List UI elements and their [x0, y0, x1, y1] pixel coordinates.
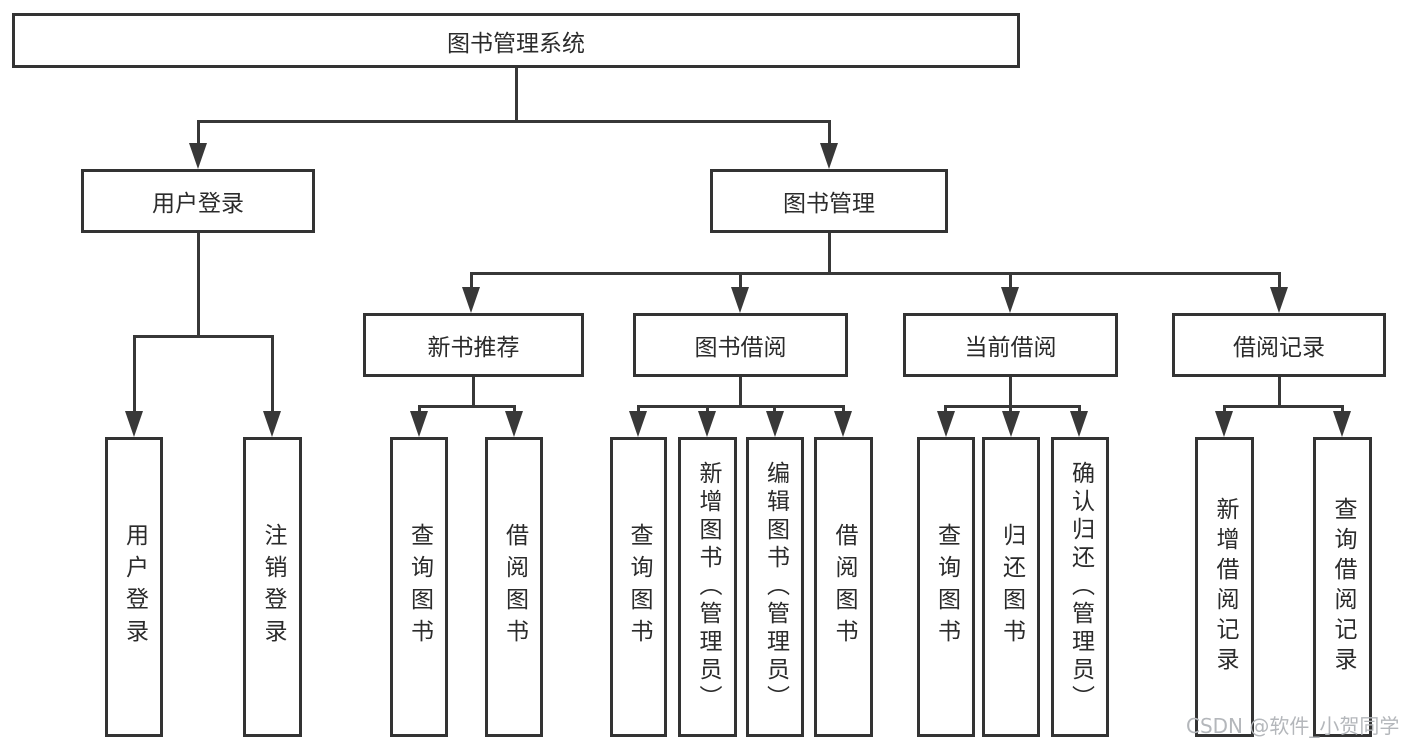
connector-line	[1009, 272, 1012, 289]
arrow-down-icon	[731, 287, 749, 313]
arrow-down-icon	[189, 143, 207, 169]
connector-line	[418, 405, 516, 408]
leaf-user-login: 用户登录	[105, 437, 163, 737]
connector-line	[773, 405, 776, 414]
connector-line	[1009, 405, 1012, 414]
leaf-user-login-label: 用户登录	[121, 523, 148, 651]
node-current-borrowing: 当前借阅	[903, 313, 1118, 377]
arrow-down-icon	[263, 411, 281, 437]
connector-line	[828, 233, 831, 275]
leaf-bb-edit-books-admin: 编辑图书（管理员）	[746, 437, 804, 737]
node-borrowing-records: 借阅记录	[1172, 313, 1386, 377]
connector-line	[197, 120, 200, 145]
connector-line	[1078, 405, 1081, 414]
leaf-cb-confirm-return-admin-label: 确认归还（管理员）	[1067, 461, 1094, 713]
arrow-down-icon	[629, 411, 647, 437]
arrow-down-icon	[698, 411, 716, 437]
leaf-bb-borrow-books-label: 借阅图书	[831, 523, 857, 651]
connector-line	[1278, 272, 1281, 289]
node-borrowing-records-label: 借阅记录	[1233, 335, 1325, 361]
connector-line	[513, 405, 516, 414]
leaf-bb-add-books-admin-label: 新增图书（管理员）	[695, 461, 721, 713]
leaf-br-add-record-label: 新增借阅记录	[1212, 497, 1238, 677]
arrow-down-icon	[1270, 287, 1288, 313]
connector-line	[944, 405, 947, 414]
connector-line	[197, 120, 831, 123]
connector-line	[133, 335, 274, 338]
arrow-down-icon	[1002, 411, 1020, 437]
leaf-br-query-record-label: 查询借阅记录	[1330, 497, 1356, 677]
connector-line	[637, 405, 845, 408]
leaf-nb-borrow-books-label: 借阅图书	[501, 523, 528, 651]
leaf-nb-query-books-label: 查询图书	[406, 523, 433, 651]
node-book-management: 图书管理	[710, 169, 948, 233]
connector-line	[1223, 405, 1226, 414]
connector-line	[739, 272, 742, 289]
connector-line	[828, 120, 831, 145]
connector-line	[1009, 377, 1012, 408]
arrow-down-icon	[462, 287, 480, 313]
csdn-watermark: CSDN @软件_小贺同学	[1186, 714, 1400, 738]
connector-line	[418, 405, 421, 414]
node-root-label: 图书管理系统	[447, 30, 585, 57]
arrow-down-icon	[1215, 411, 1233, 437]
leaf-nb-borrow-books: 借阅图书	[485, 437, 543, 737]
connector-line	[944, 405, 1080, 408]
leaf-bb-add-books-admin: 新增图书（管理员）	[678, 437, 737, 737]
leaf-cb-return-books-label: 归还图书	[998, 523, 1025, 651]
leaf-logout-label: 注销登录	[260, 523, 286, 651]
leaf-nb-query-books: 查询图书	[390, 437, 448, 737]
leaf-br-query-record: 查询借阅记录	[1313, 437, 1372, 737]
arrow-down-icon	[125, 411, 143, 437]
node-root: 图书管理系统	[12, 13, 1020, 68]
connector-line	[637, 405, 640, 414]
leaf-cb-confirm-return-admin: 确认归还（管理员）	[1051, 437, 1109, 737]
connector-line	[470, 272, 473, 289]
arrow-down-icon	[410, 411, 428, 437]
connector-line	[1341, 405, 1344, 414]
connector-line	[470, 272, 1281, 275]
connector-line	[515, 68, 518, 122]
node-current-borrowing-label: 当前借阅	[964, 335, 1057, 361]
node-user-login-label: 用户登录	[152, 191, 244, 217]
connector-line	[271, 335, 274, 413]
leaf-cb-query-books: 查询图书	[917, 437, 975, 737]
arrow-down-icon	[1001, 287, 1019, 313]
connector-line	[1223, 405, 1344, 408]
leaf-bb-borrow-books: 借阅图书	[814, 437, 873, 737]
arrow-down-icon	[820, 143, 838, 169]
connector-line	[706, 405, 709, 414]
arrow-down-icon	[766, 411, 784, 437]
node-book-management-label: 图书管理	[783, 191, 875, 217]
node-book-borrowing-label: 图书借阅	[694, 335, 787, 361]
node-user-login: 用户登录	[81, 169, 315, 233]
connector-line	[472, 377, 475, 408]
arrow-down-icon	[1070, 411, 1088, 437]
connector-line	[1278, 377, 1281, 408]
arrow-down-icon	[1333, 411, 1351, 437]
node-new-book-recommend-label: 新书推荐	[427, 335, 520, 361]
arrow-down-icon	[505, 411, 523, 437]
leaf-cb-query-books-label: 查询图书	[933, 523, 960, 651]
node-book-borrowing: 图书借阅	[633, 313, 848, 377]
arrow-down-icon	[937, 411, 955, 437]
leaf-logout: 注销登录	[243, 437, 302, 737]
leaf-bb-edit-books-admin-label: 编辑图书（管理员）	[762, 461, 789, 713]
connector-line	[739, 377, 742, 408]
connector-line	[197, 233, 200, 338]
leaf-cb-return-books: 归还图书	[982, 437, 1040, 737]
arrow-down-icon	[834, 411, 852, 437]
node-new-book-recommend: 新书推荐	[363, 313, 584, 377]
leaf-bb-query-books-label: 查询图书	[626, 523, 652, 651]
connector-line	[133, 335, 136, 413]
leaf-bb-query-books: 查询图书	[610, 437, 667, 737]
connector-line	[842, 405, 845, 414]
leaf-br-add-record: 新增借阅记录	[1195, 437, 1254, 737]
